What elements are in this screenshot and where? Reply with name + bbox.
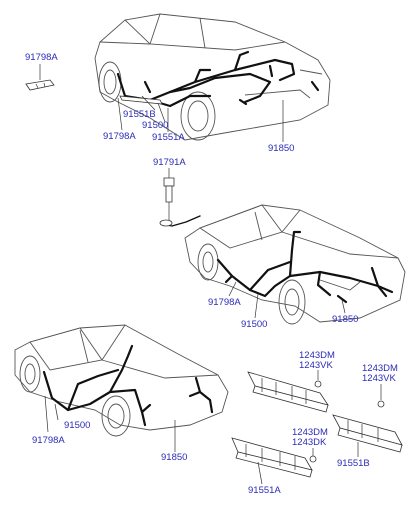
label-91798A-top: 91798A [25,52,58,63]
protector-91551A-lower [231,437,313,478]
car-sedan-top [94,13,331,141]
bolt-upper [314,370,322,388]
label-91850-car2: 91850 [332,314,359,325]
leader-lines-car3 [44,395,176,452]
label-91551A-bot: 91551A [248,485,281,496]
label-91551A-car1: 91551A [152,132,185,143]
label-1243DM-c: 1243DM [292,427,328,438]
label-91798A-car1: 91798A [103,131,136,142]
wiring-harness-car1 [116,50,320,108]
label-91500-car3: 91500 [64,420,91,431]
wiring-harness-car2 [216,230,394,304]
label-91551B-car1: 91551B [123,109,156,120]
label-91500-car2: 91500 [241,319,268,330]
label-91850-car3: 91850 [161,452,188,463]
label-1243VK-b: 1243VK [362,373,396,384]
leader-lines-car2 [228,281,346,319]
bolt-91791A [159,168,201,227]
label-91798A-car3: 91798A [32,435,65,446]
label-91551B-bot: 91551B [337,458,370,469]
label-1243VK-a: 1243VK [299,360,333,371]
label-1243DK-c: 1243DK [292,437,327,448]
bolt-right [377,384,385,408]
label-91850-car1: 91850 [268,143,295,154]
connector-91798A-top [25,79,55,91]
label-91791A: 91791A [153,157,186,168]
bolt-lower [309,448,317,463]
leader-lines-car1 [39,64,284,142]
leader-lines-parts [257,442,359,485]
wiring-harness-car3 [42,344,214,427]
label-91798A-car2: 91798A [208,297,241,308]
label-91500-car1: 91500 [142,120,169,131]
label-1243DM-a: 1243DM [299,350,335,361]
car-hatchback-middle [184,204,406,325]
protector-91551B-right [332,414,403,453]
protector-91551B-upper [247,371,329,413]
label-1243DM-b: 1243DM [362,363,398,374]
